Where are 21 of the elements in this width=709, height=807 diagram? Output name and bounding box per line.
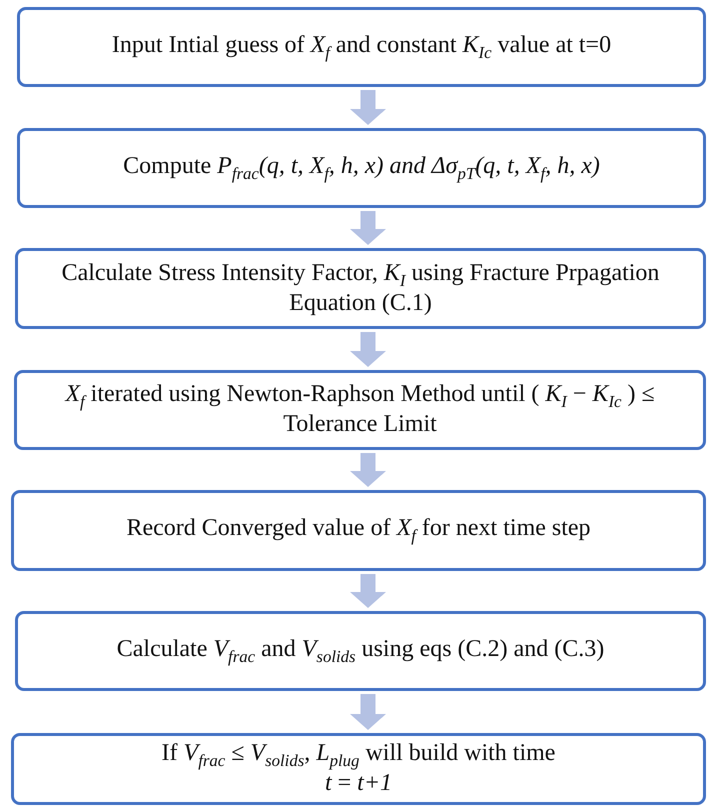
down-arrow	[350, 332, 386, 367]
down-arrow	[350, 90, 386, 125]
down-arrow	[350, 574, 386, 608]
step-text: Calculate Stress Intensity Factor, K$_{I}$ using Fracture Prpagation Equation (C.1)	[60, 260, 660, 318]
down-arrow	[350, 211, 386, 245]
process-box	[17, 7, 706, 87]
step-text: Compute P$_{frac}$(q, t, X$_{f}$, h, x) and Δσ$_{pT}$(q, t, X$_{f}$, h, x)	[123, 152, 600, 184]
step-text: X$_{f}$ iterated using Newton-Raphson Method until ( K$_{I}$ − K$_{Ic}$ ) ≤ Tolerance Limit	[64, 381, 656, 439]
process-box	[15, 248, 706, 329]
down-arrow	[350, 694, 386, 730]
step-text: Input Intial guess of X$_{f}$ and constant K$_{Ic}$ value at t=0	[112, 32, 612, 62]
step-text: Calculate V$_{frac}$ and V$_{solids}$ using eqs (C.2) and (C.3)	[116, 636, 604, 666]
step-text: t = t+1	[324, 770, 392, 798]
step-text: Record Converged value of X$_{f}$ for next time step	[126, 515, 591, 546]
step-text: If V$_{frac}$ ≤ V$_{solids}$, L$_{plug}$ will build with time	[162, 740, 556, 770]
process-box	[17, 128, 706, 208]
process-box	[11, 733, 706, 805]
down-arrow	[350, 453, 386, 487]
process-box	[14, 370, 706, 450]
process-box	[15, 611, 706, 691]
process-box	[11, 490, 706, 571]
